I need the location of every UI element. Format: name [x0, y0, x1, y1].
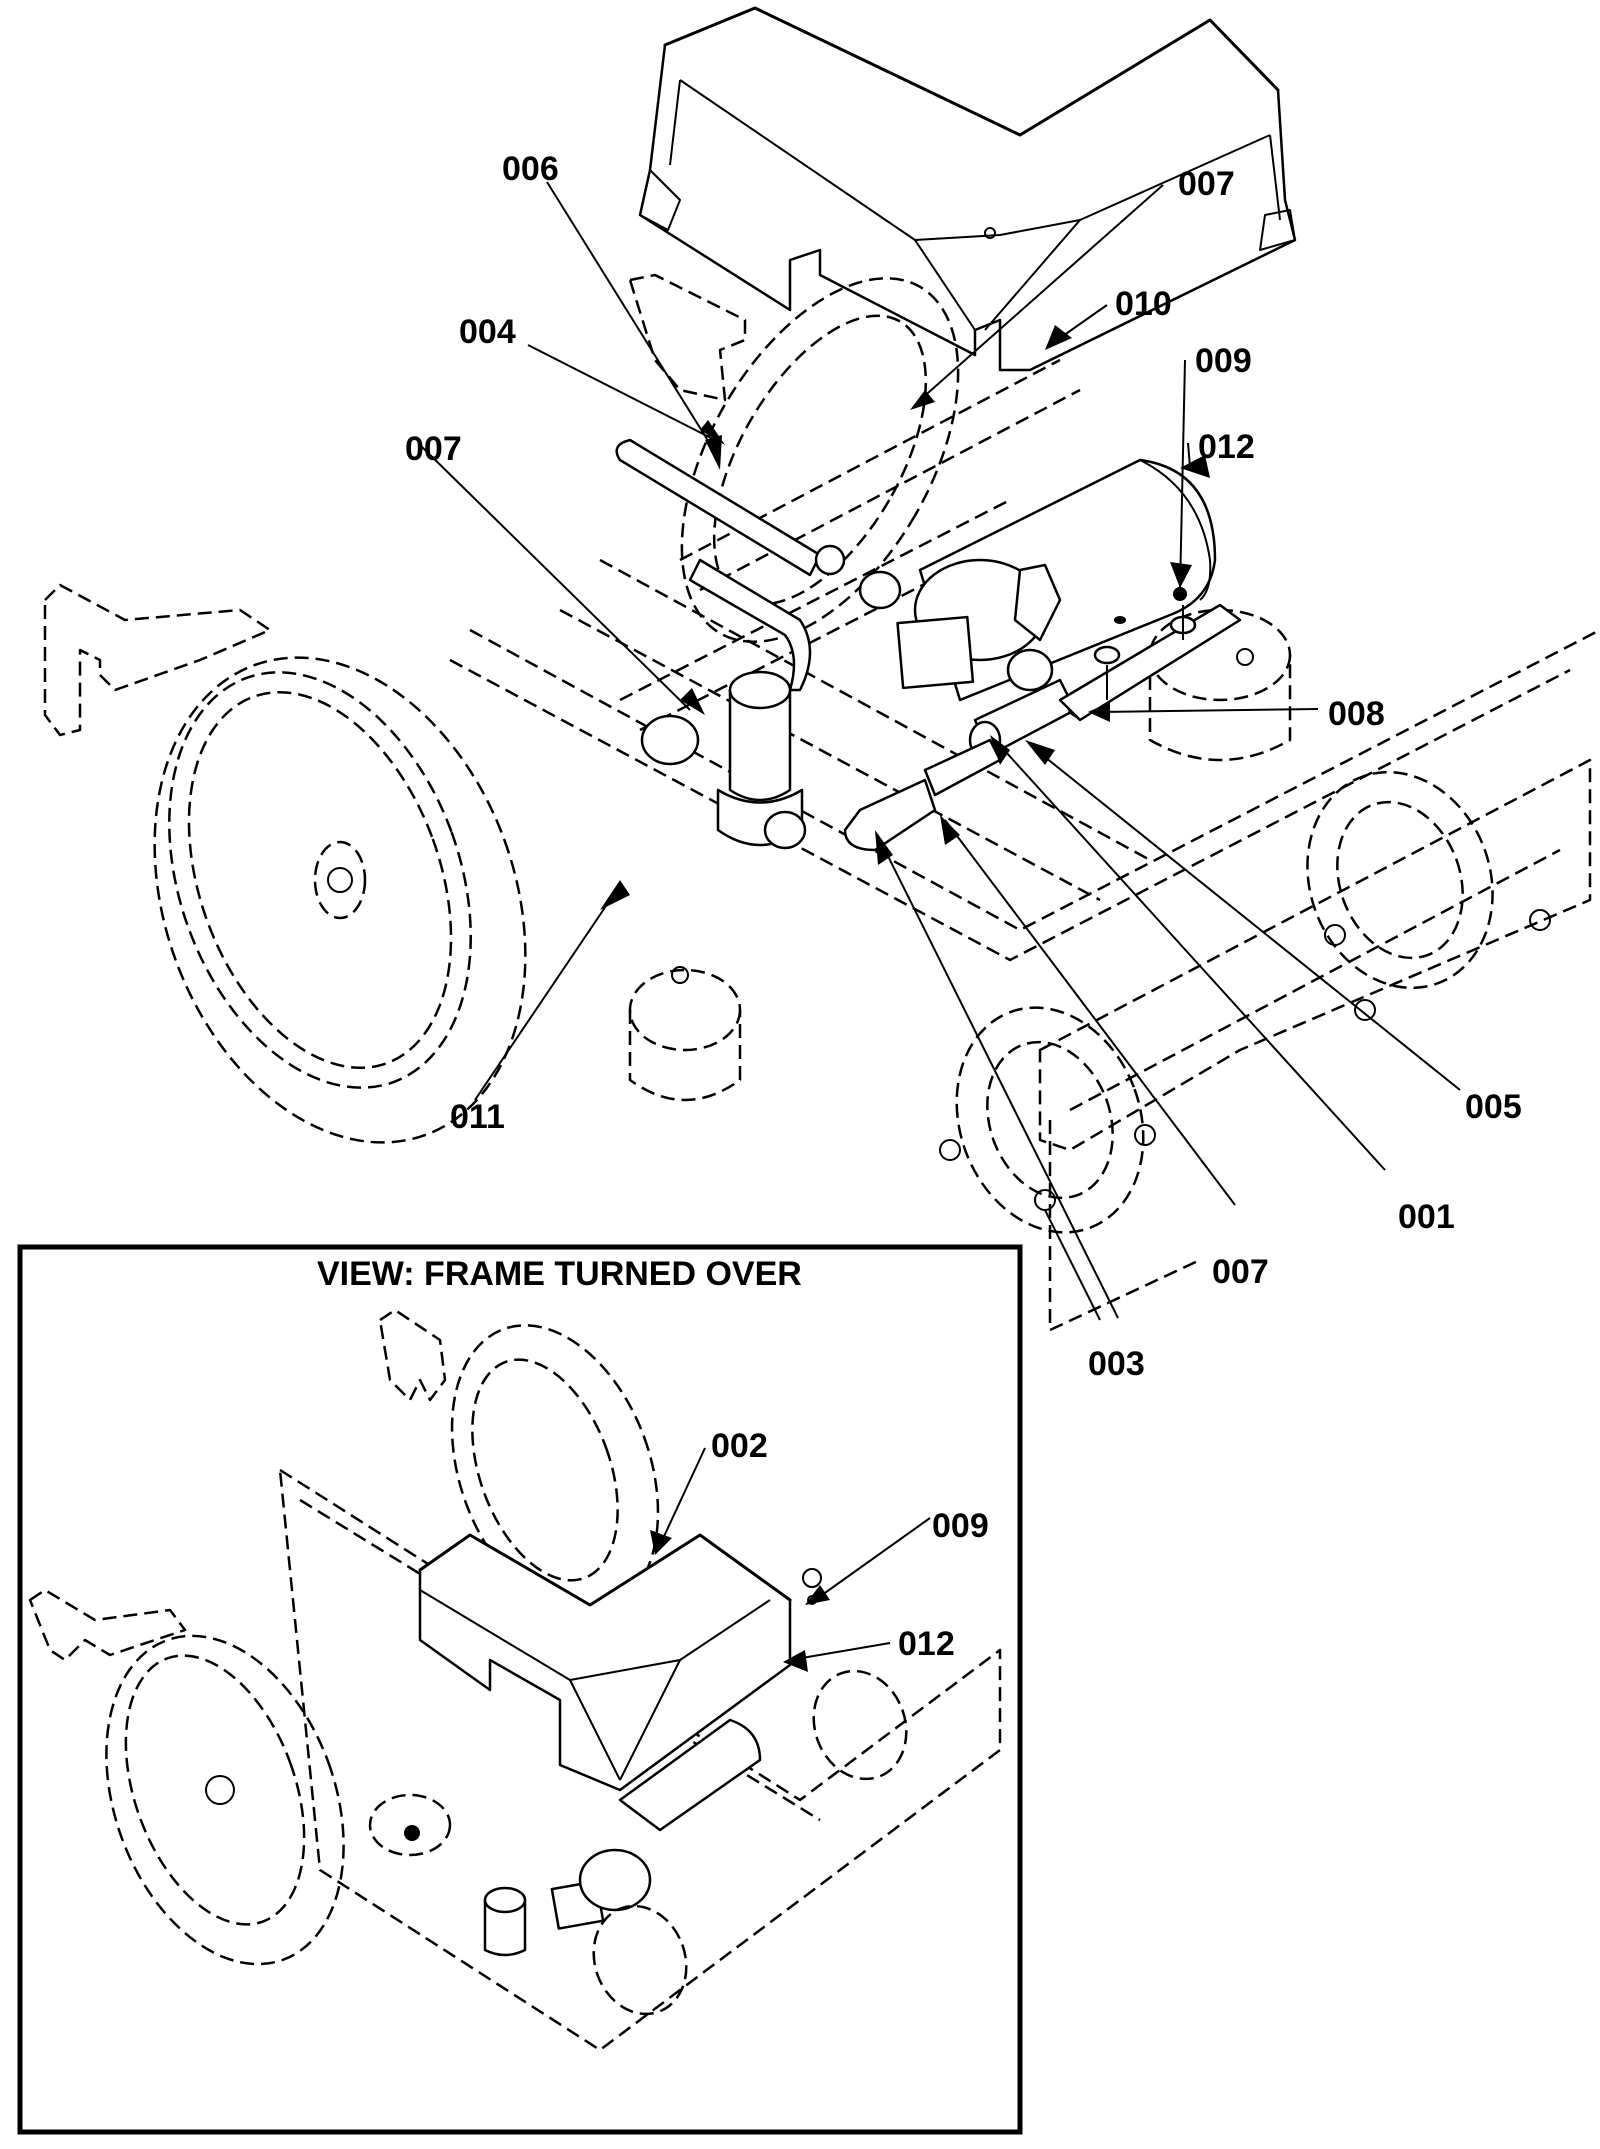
callout-012: 012 [1198, 428, 1255, 466]
cover-housing [638, 6, 1297, 372]
filter-canister [640, 670, 807, 850]
leaders-inset [650, 1447, 931, 1672]
callout-011: 011 [450, 1098, 505, 1136]
callout-007: 007 [405, 430, 462, 468]
inset-view: VIEW: FRAME TURNED OVER [17, 1244, 1023, 2135]
callout-010: 010 [1115, 285, 1172, 323]
leaders-main [419, 181, 1461, 1321]
inset-frame [17, 1244, 1023, 2135]
mounting-bracket [1058, 587, 1242, 722]
callout-005: 005 [1465, 1088, 1522, 1126]
hose-004 [688, 558, 812, 692]
inset-frame-turned-over [28, 1308, 1002, 2052]
callout-006: 006 [502, 150, 559, 188]
callout-001: 001 [1398, 1198, 1455, 1236]
callout-002: 002 [711, 1427, 768, 1465]
pump-body [896, 558, 1062, 692]
callout-004: 004 [459, 313, 516, 351]
handle-bracket [43, 583, 272, 737]
callout-003: 003 [1088, 1345, 1145, 1383]
inset-title: VIEW: FRAME TURNED OVER [317, 1255, 802, 1293]
main-view: 006 007 010 004 009 007 012 008 011 005 … [43, 6, 1600, 1383]
callout-009: 009 [1195, 342, 1252, 380]
callout-007: 007 [1212, 1253, 1269, 1291]
callout-012: 012 [898, 1625, 955, 1663]
frame-rails [449, 358, 1600, 1332]
callout-009: 009 [932, 1507, 989, 1545]
callout-007: 007 [1178, 165, 1235, 203]
rear-bracket [628, 273, 747, 402]
callout-008: 008 [1328, 695, 1385, 733]
hose-006 [615, 438, 822, 577]
left-wheel [153, 656, 527, 1144]
